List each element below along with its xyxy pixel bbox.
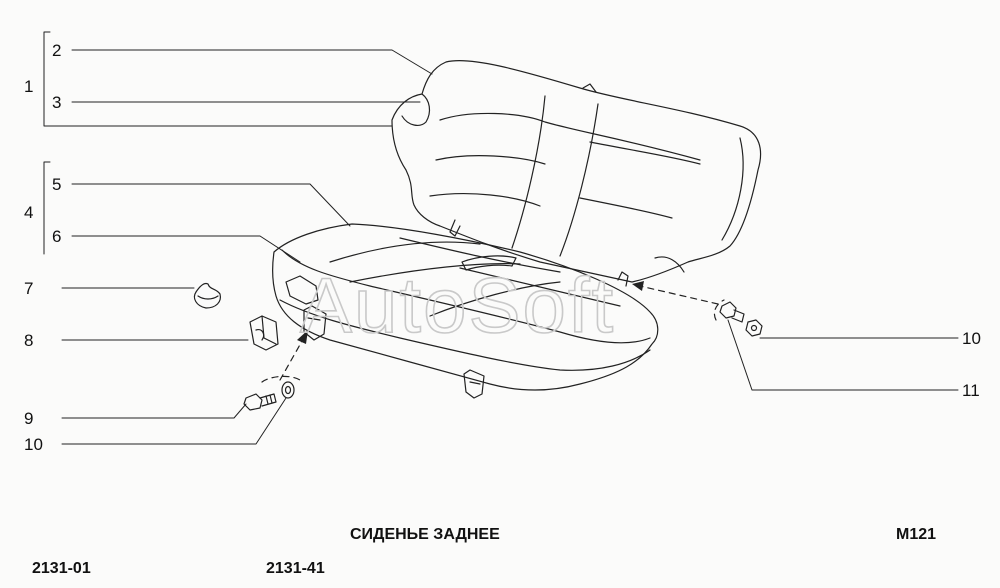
bracket-part xyxy=(249,315,279,351)
callout-8: 8 xyxy=(24,331,33,350)
callout-9: 9 xyxy=(24,409,33,428)
bolt-left xyxy=(243,393,277,411)
callout-3: 3 xyxy=(52,93,61,112)
model-code-1: 2131-01 xyxy=(32,560,91,577)
callout-labels: 1 2 3 4 5 6 7 8 9 10 10 11 xyxy=(24,41,981,454)
model-code-2: 2131-41 xyxy=(266,560,325,577)
bolt-right xyxy=(719,301,745,323)
callout-10-right: 10 xyxy=(962,329,981,348)
seat-cushion xyxy=(272,223,659,399)
callout-11: 11 xyxy=(962,381,980,400)
callout-4: 4 xyxy=(24,203,33,222)
page-code: M121 xyxy=(896,526,937,543)
washer-right xyxy=(745,319,763,337)
callout-2: 2 xyxy=(52,41,61,60)
leader-lines xyxy=(43,31,959,445)
callout-5: 5 xyxy=(52,175,61,194)
callout-1: 1 xyxy=(24,77,33,96)
buffer-part xyxy=(193,282,221,309)
callout-7: 7 xyxy=(24,279,33,298)
watermark-text: AutoSoft xyxy=(300,261,615,349)
callout-10-left: 10 xyxy=(24,435,43,454)
callout-6: 6 xyxy=(52,227,61,246)
diagram-title: СИДЕНЬЕ ЗАДНЕЕ xyxy=(350,526,500,543)
washer-left xyxy=(281,381,295,399)
seat-back xyxy=(391,59,762,287)
arrow-heads xyxy=(297,281,644,344)
